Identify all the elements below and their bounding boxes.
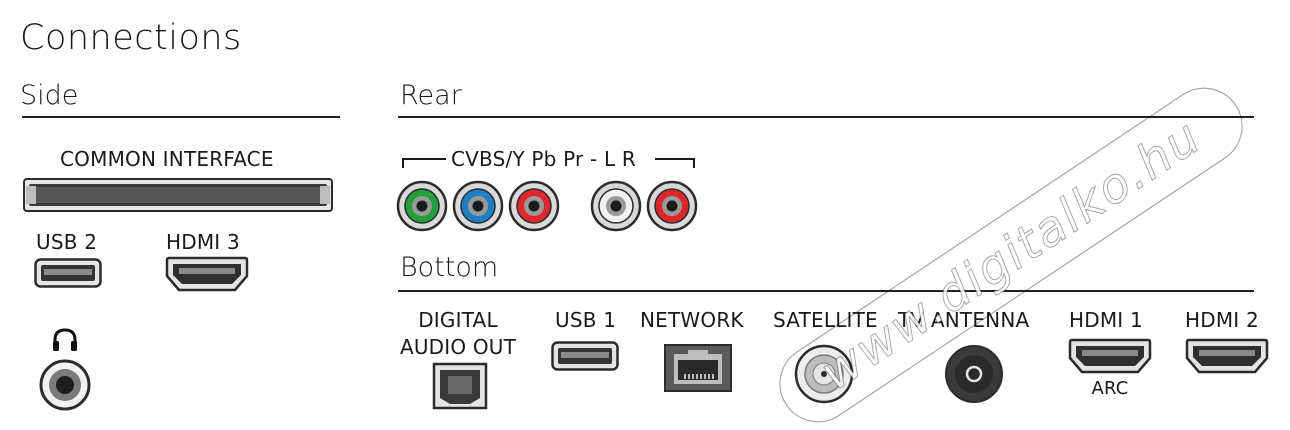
usb1-port[interactable]	[551, 341, 619, 371]
digital-audio-label-line2: AUDIO OUT	[399, 335, 517, 359]
cvbs-group-label: CVBS/Y Pb Pr - L R	[451, 147, 636, 171]
network-label: NETWORK	[640, 308, 744, 332]
usb2-port[interactable]	[34, 258, 102, 288]
section-heading-bottom: Bottom	[400, 252, 499, 283]
usb1-label: USB 1	[555, 308, 617, 332]
page-title: Connections	[20, 18, 242, 58]
network-port[interactable]	[664, 344, 732, 392]
side-divider	[22, 116, 340, 118]
tv-antenna-port[interactable]	[944, 344, 1004, 404]
rca-jack-1[interactable]	[396, 180, 448, 232]
rca-jack-4[interactable]	[590, 180, 642, 232]
rca-jack-row	[396, 180, 706, 232]
section-heading-rear: Rear	[400, 80, 462, 111]
hdmi1-port[interactable]	[1068, 338, 1152, 374]
satellite-port[interactable]	[794, 344, 854, 404]
satellite-label: SATELLITE	[773, 308, 878, 332]
common-interface-slot[interactable]	[23, 178, 333, 212]
rca-jack-2[interactable]	[452, 180, 504, 232]
headphone-icon	[51, 327, 79, 353]
hdmi1-label: HDMI 1	[1069, 308, 1143, 332]
common-interface-label: COMMON INTERFACE	[60, 147, 274, 171]
hdmi2-label: HDMI 2	[1185, 308, 1259, 332]
hdmi2-port[interactable]	[1185, 338, 1269, 374]
rear-divider	[398, 116, 1254, 118]
bottom-divider	[398, 290, 1254, 292]
usb2-label: USB 2	[36, 230, 98, 254]
digital-audio-out-port[interactable]	[432, 362, 488, 410]
cvbs-bracket	[402, 150, 696, 170]
hdmi3-port[interactable]	[165, 256, 249, 292]
rca-jack-5[interactable]	[646, 180, 698, 232]
hdmi3-label: HDMI 3	[166, 230, 240, 254]
section-heading-side: Side	[20, 80, 79, 111]
tv-antenna-label: TV ANTENNA	[898, 308, 1030, 332]
hdmi1-arc-label: ARC	[1091, 378, 1129, 399]
digital-audio-label-line1: DIGITAL	[418, 308, 498, 332]
headphone-jack[interactable]	[38, 358, 92, 412]
rca-jack-3[interactable]	[508, 180, 560, 232]
